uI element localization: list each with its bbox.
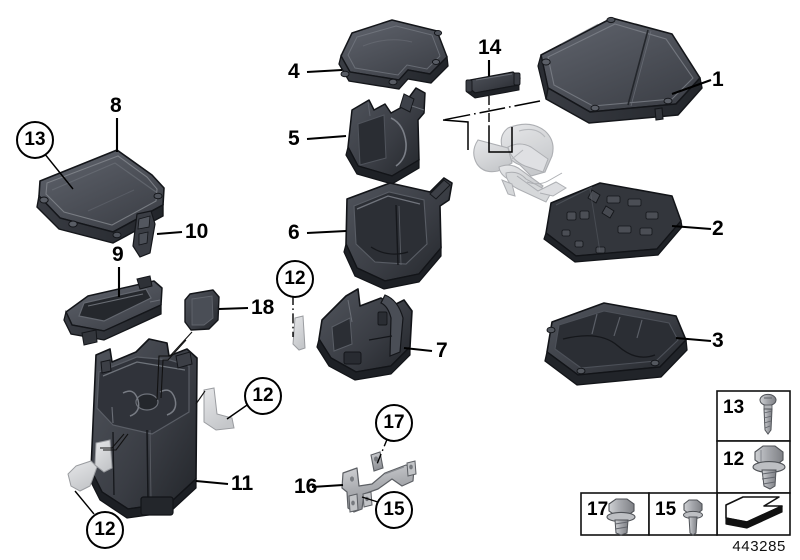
callout-5[interactable]: 5 [288,127,300,150]
leader-lines [115,60,712,489]
part-3-e-box-lower-housing-tray [544,302,688,386]
callout-2[interactable]: 2 [712,217,724,240]
legend-number-15: 15 [655,499,677,520]
callout-3[interactable]: 3 [712,329,724,352]
callout-4[interactable]: 4 [288,60,300,83]
callout-10[interactable]: 10 [185,220,209,243]
callout-16[interactable]: 16 [294,475,318,498]
part-7-mounting-bracket-holder [292,288,413,381]
assembly-pointer-lines [442,100,541,153]
callout-13-circled[interactable]: 13 [16,121,54,159]
legend-number-12: 12 [723,449,745,470]
callout-12-circled-c[interactable]: 12 [86,511,124,549]
callout-9[interactable]: 9 [112,243,124,266]
legend-number-17: 17 [587,499,609,520]
part-8-relay-box-cover [36,149,165,244]
callout-12-circled-b[interactable]: 12 [244,377,282,415]
callout-8[interactable]: 8 [110,94,122,117]
fastener-13-pan-head-self-tapping-screw [759,393,777,435]
callout-17-circled[interactable]: 17 [375,404,413,442]
bracket-tab-ghost-b [67,460,98,492]
arrow-direction-symbol-icon [725,496,783,529]
part-11-fuse-box-housing [67,331,235,519]
part-10-small-retaining-clip [132,210,156,258]
legend-number-13: 13 [723,397,745,418]
bracket-tab-ghost-d [203,387,235,431]
bracket-tab-ghost-c [94,439,113,473]
part-1-e-box-lid-cover [537,16,703,124]
callout-11[interactable]: 11 [231,472,254,495]
part-14-cable-guide-strip [465,71,521,99]
fastener-15-hex-flange-bolt-small [683,499,703,536]
callout-18[interactable]: 18 [251,296,275,319]
callout-14[interactable]: 14 [478,36,502,59]
part-18-protective-end-cap [184,289,220,331]
callout-15-circled[interactable]: 15 [375,491,413,529]
part-6-control-unit-box-housing [343,177,453,290]
callout-1[interactable]: 1 [712,68,724,91]
callout-12-circled-a[interactable]: 12 [276,260,314,298]
hardware-legend-table [580,390,791,536]
callout-7[interactable]: 7 [436,339,448,362]
part-9-fuse-box-cover-upper [63,275,163,346]
part-5-control-unit-box-frame [345,87,426,185]
callout-6[interactable]: 6 [288,221,300,244]
diagram-number: 443285 [732,538,786,555]
fastener-12-hex-flange-bolt-large [752,445,786,490]
intake-manifold-ghost [473,123,567,203]
part-2-e-box-intermediate-plate [543,182,683,263]
bracket-tab-ghost-a [292,315,306,351]
fastener-17-hex-flange-bolt-medium [606,498,636,536]
part-4-control-unit-box-cover [338,19,449,90]
